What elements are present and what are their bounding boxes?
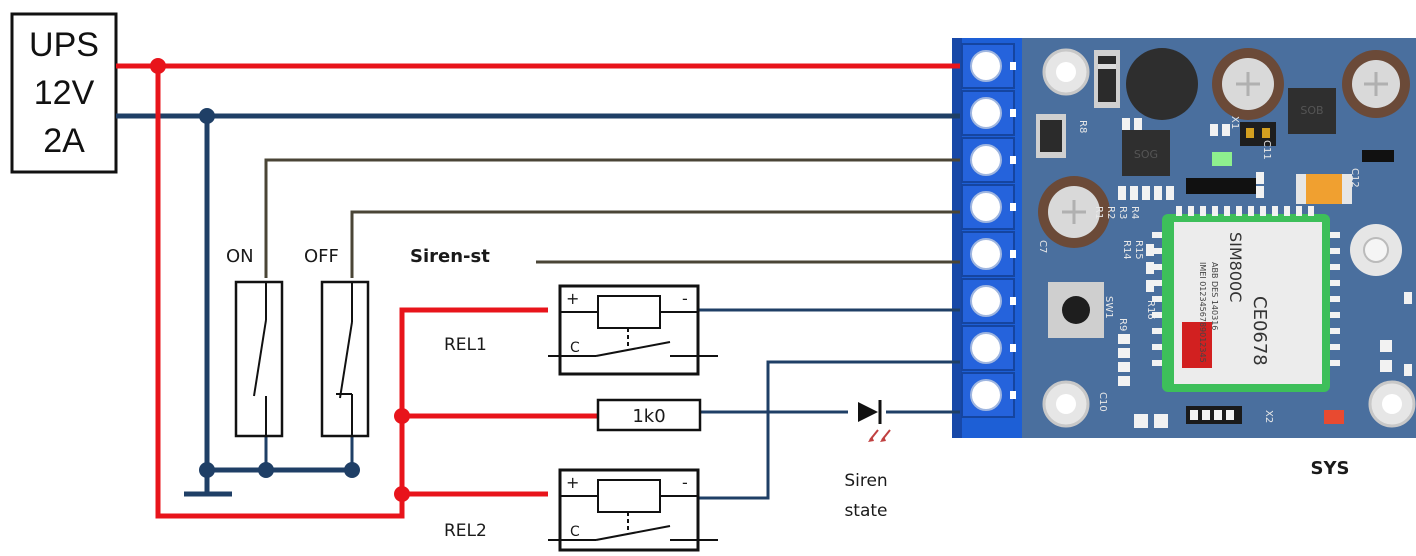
resistor-value: 1k0	[632, 406, 665, 427]
terminal-screw-icon	[970, 97, 1002, 129]
relay-contact: C	[570, 340, 580, 356]
terminal-screw-icon	[970, 50, 1002, 82]
terminal-screw-icon	[970, 285, 1002, 317]
relay-minus: -	[682, 289, 688, 308]
relay-minus: -	[682, 473, 688, 492]
svg-text:SOB: SOB	[1300, 104, 1323, 117]
silk-label: C11	[1261, 140, 1272, 160]
relay-plus: +	[566, 473, 579, 492]
led-icon	[1324, 410, 1344, 424]
ups-box: UPS 12V 2A	[10, 12, 118, 174]
mounting-hole-icon	[1382, 394, 1402, 414]
sys-module: SOG SOB	[952, 38, 1416, 438]
gsm-module: SIM800C ABB DES 140316 IMEI 012345678901…	[1152, 206, 1340, 392]
gsm-chip-imei: IMEI 0123456789012345	[1198, 262, 1207, 363]
ic-component	[1288, 88, 1336, 134]
silk-label: R8	[1077, 120, 1088, 133]
siren-state-label-line1: Siren	[844, 471, 887, 491]
silk-label: R14	[1121, 240, 1132, 260]
switch-off-label: OFF	[304, 246, 339, 267]
silk-label: C10	[1097, 392, 1108, 412]
relay-contact: C	[570, 524, 580, 540]
silk-label: R1	[1093, 206, 1104, 219]
relay-1-label: REL1	[444, 335, 487, 355]
signal-wires	[264, 158, 960, 278]
led-diode-icon	[848, 398, 891, 442]
silk-label: R9	[1117, 318, 1128, 331]
junction-dots	[150, 58, 410, 502]
terminal-block	[952, 38, 1022, 438]
switch-on-label: ON	[226, 246, 254, 267]
mounting-hole-icon	[1056, 394, 1076, 414]
ups-voltage: 12V	[34, 74, 95, 112]
silk-label: R2	[1105, 206, 1116, 219]
silk-label: X1	[1229, 116, 1240, 129]
silk-label: C7	[1037, 240, 1048, 253]
switch-on: ON	[226, 246, 284, 438]
silk-label: C12	[1349, 168, 1360, 188]
relay-2-label: REL2	[444, 521, 487, 541]
switch-off: OFF	[304, 246, 370, 438]
relay-2: + - C REL2	[444, 468, 718, 552]
ic-component	[1122, 130, 1170, 176]
silk-label: R16	[1145, 300, 1156, 320]
mounting-hole-icon	[1056, 62, 1076, 82]
gsm-chip-ce-mark: CE0678	[1249, 296, 1270, 366]
siren-state-label-line2: state	[844, 501, 887, 521]
silk-label: R3	[1117, 206, 1128, 219]
resistor-pads	[1118, 118, 1412, 386]
ups-label: UPS	[29, 26, 99, 64]
resistor: 1k0	[596, 398, 702, 432]
terminal-screw-icon	[970, 238, 1002, 270]
push-button-icon	[1062, 296, 1090, 324]
ups-current: 2A	[43, 122, 85, 160]
silk-label: SW1	[1103, 296, 1114, 319]
terminal-screw-icon	[970, 379, 1002, 411]
gsm-chip-name: SIM800C	[1226, 232, 1245, 302]
led-icon	[1212, 152, 1232, 166]
siren-wire-label: Siren-st	[410, 246, 490, 267]
buzzer-icon	[1126, 48, 1198, 120]
positive-wires	[116, 63, 960, 519]
terminal-screw-icon	[970, 332, 1002, 364]
terminal-screw-icon	[970, 191, 1002, 223]
silk-label: X2	[1263, 410, 1274, 423]
relay-1: + - C REL1	[444, 284, 718, 376]
silk-label: R15	[1133, 240, 1144, 260]
terminal-screw-icon	[970, 144, 1002, 176]
silk-label: R4	[1129, 206, 1140, 219]
svg-text:SOG: SOG	[1134, 148, 1158, 161]
module-label: SYS	[1311, 458, 1350, 479]
relay-plus: +	[566, 289, 579, 308]
gsm-chip-serial: ABB DES 140316	[1210, 262, 1219, 330]
